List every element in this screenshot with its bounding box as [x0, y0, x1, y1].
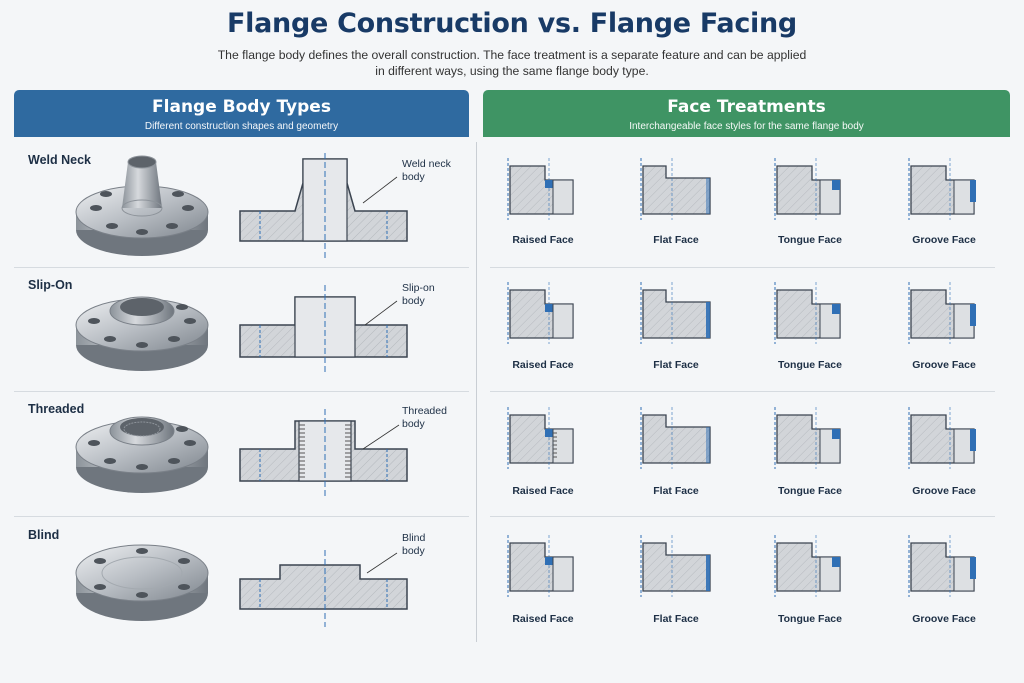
raised-face-label: Raised Face — [512, 485, 574, 497]
flat-face-label: Flat Face — [653, 359, 699, 371]
row-label-weld-neck: Weld Neck — [28, 153, 91, 167]
row-label-slip-on: Slip-On — [28, 278, 73, 292]
groove-face-label: Groove Face — [912, 485, 976, 497]
row-divider — [490, 516, 995, 517]
weld-neck-flange-3d-icon — [75, 155, 209, 256]
tongue-face-label: Tongue Face — [778, 613, 842, 625]
groove-face-section-icon — [908, 535, 976, 597]
page-title: Flange Construction vs. Flange Facing — [227, 8, 797, 39]
flange-body-types-header: Flange Body Types Different construction… — [14, 90, 469, 137]
groove-face-label: Groove Face — [912, 613, 976, 625]
raised-face-section-icon — [507, 282, 574, 344]
slip-on-flange-3d-icon — [75, 296, 209, 371]
callout-line: Slip-on — [402, 282, 435, 294]
slip-on-callout: Slip-on body — [402, 282, 435, 308]
flat-face-section-icon — [640, 535, 711, 597]
face-treatments-header: Face Treatments Interchangeable face sty… — [483, 90, 1010, 137]
row-divider — [490, 267, 995, 268]
left-panel-subtitle: Different construction shapes and geomet… — [144, 121, 339, 132]
blind-cross-section — [239, 550, 408, 627]
groove-face-label: Groove Face — [912, 359, 976, 371]
slip-on-cross-section — [239, 285, 408, 375]
flat-face-label: Flat Face — [653, 485, 699, 497]
callout-line: Threaded — [402, 405, 447, 417]
groove-face-label: Groove Face — [912, 234, 976, 246]
row-divider — [14, 267, 469, 268]
callout-line: body — [402, 171, 425, 183]
tongue-face-label: Tongue Face — [778, 234, 842, 246]
callout-line: Weld neck — [402, 158, 451, 170]
row-label-blind: Blind — [28, 528, 60, 542]
raised-face-section-icon — [507, 158, 574, 220]
callout-line: body — [402, 418, 425, 430]
row-divider — [14, 516, 469, 517]
blind-callout: Blind body — [402, 532, 425, 558]
weld-neck-cross-section — [239, 153, 408, 258]
left-panel-title: Flange Body Types — [152, 97, 331, 117]
raised-face-section-icon — [507, 407, 574, 469]
tongue-face-label: Tongue Face — [778, 485, 842, 497]
tongue-face-section-icon — [774, 158, 841, 220]
row-divider — [14, 391, 469, 392]
tongue-face-section-icon — [774, 407, 841, 469]
groove-face-section-icon — [908, 158, 976, 220]
raised-face-label: Raised Face — [512, 359, 574, 371]
threaded-flange-3d-icon — [75, 416, 209, 493]
right-panel-subtitle: Interchangeable face styles for the same… — [629, 121, 864, 132]
page-subtitle: The flange body defines the overall cons… — [212, 47, 812, 79]
groove-face-section-icon — [908, 282, 976, 344]
callout-line: Blind — [402, 532, 426, 544]
callout-line: body — [402, 295, 425, 307]
tongue-face-section-icon — [774, 282, 841, 344]
subtitle-line-1: The flange body defines the overall cons… — [217, 48, 807, 62]
panel-divider — [476, 142, 477, 642]
raised-face-label: Raised Face — [512, 234, 574, 246]
subtitle-line-2: in different ways, using the same flange… — [375, 64, 649, 78]
threaded-cross-section — [239, 409, 408, 499]
raised-face-label: Raised Face — [512, 613, 574, 625]
raised-face-section-icon — [507, 535, 574, 597]
tongue-face-label: Tongue Face — [778, 359, 842, 371]
threaded-callout: Threaded body — [402, 405, 447, 431]
tongue-face-section-icon — [774, 535, 841, 597]
flat-face-label: Flat Face — [653, 613, 699, 625]
flat-face-section-icon — [640, 158, 711, 220]
groove-face-section-icon — [908, 407, 976, 469]
row-divider — [490, 391, 995, 392]
row-label-threaded: Threaded — [28, 402, 85, 416]
flat-face-section-icon — [640, 407, 711, 469]
blind-flange-3d-icon — [75, 544, 209, 621]
flat-face-label: Flat Face — [653, 234, 699, 246]
weld-neck-callout: Weld neck body — [402, 158, 451, 184]
right-panel-title: Face Treatments — [667, 97, 826, 117]
callout-line: body — [402, 545, 425, 557]
flat-face-section-icon — [640, 282, 711, 344]
